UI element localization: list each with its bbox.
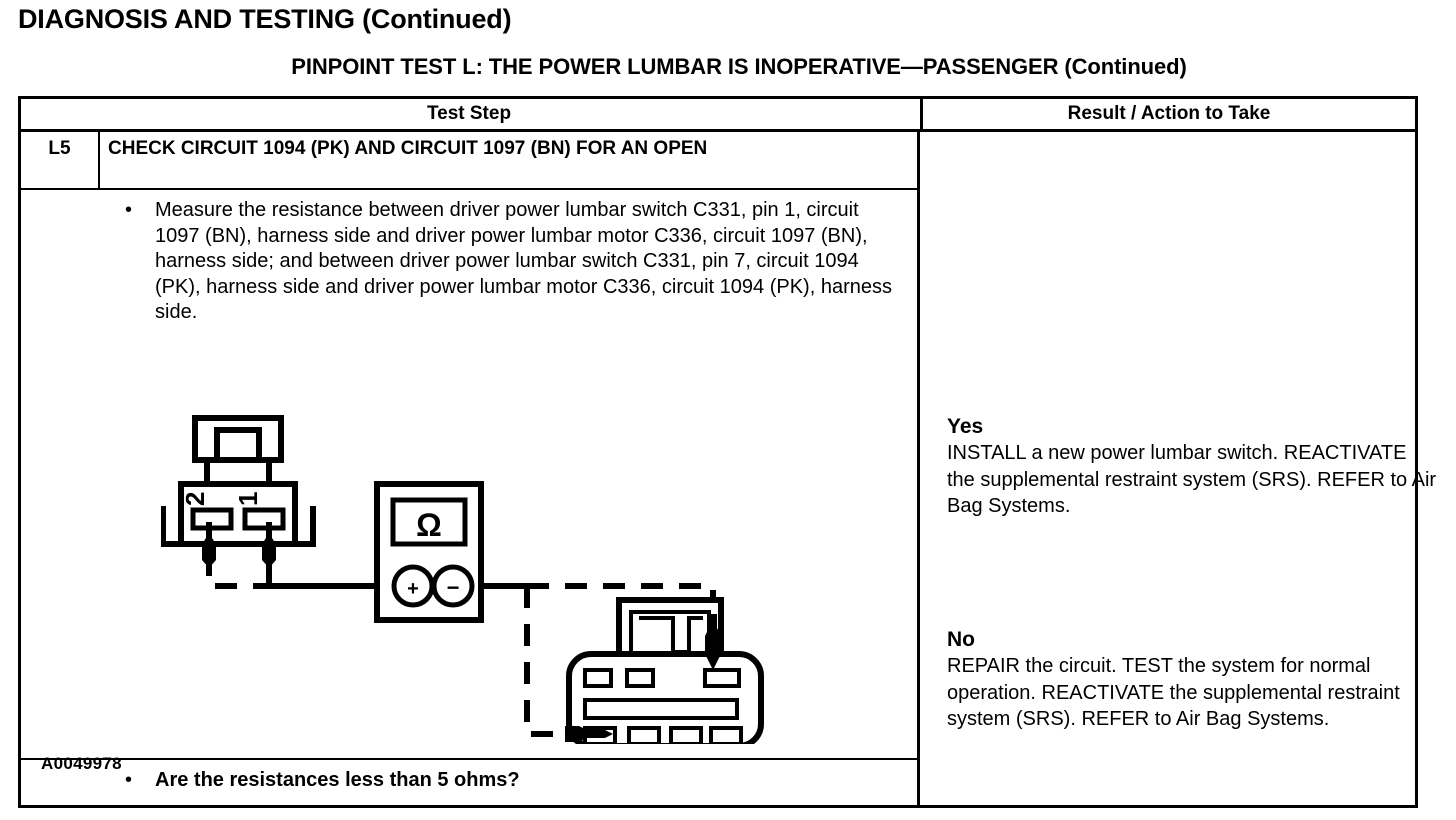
pinpoint-test-table: Test Step Result / Action to Take L5 CHE… xyxy=(18,96,1436,808)
instruction-bullet-row: • Measure the resistance between driver … xyxy=(105,198,907,326)
probe-tip-motor-bottom xyxy=(565,726,613,742)
result-no-text: REPAIR the circuit. TEST the system for … xyxy=(947,655,1400,730)
wiring-diagram-svg: 2 1 Ω + − xyxy=(161,415,764,744)
column-header-test-step: Test Step xyxy=(426,103,512,124)
meter-display xyxy=(390,497,468,547)
step-header-row: L5 CHECK CIRCUIT 1094 (PK) AND CIRCUIT 1… xyxy=(21,132,917,190)
pin-label-2: 2 xyxy=(180,492,210,506)
cavity-bottom-3 xyxy=(669,726,703,744)
test-step-column: L5 CHECK CIRCUIT 1094 (PK) AND CIRCUIT 1… xyxy=(21,132,917,805)
probe-tip-motor-top xyxy=(705,614,721,670)
motor-connector-c336 xyxy=(566,597,764,744)
wiring-diagram-figure: 2 1 Ω + − xyxy=(161,414,801,744)
result-no-block: No REPAIR the circuit. TEST the system f… xyxy=(947,627,1437,733)
wire-pin1-to-meter xyxy=(266,554,377,589)
wire-pin2-dashed xyxy=(206,554,361,589)
cavity-top-2 xyxy=(625,668,655,688)
question-bullet-icon: • xyxy=(125,769,133,791)
question-row: • Are the resistances less than 5 ohms? xyxy=(21,758,917,805)
cavity-top-1 xyxy=(583,668,613,688)
result-action-column: Yes INSTALL a new power lumbar switch. R… xyxy=(920,132,1436,805)
meter-negative-label: − xyxy=(447,575,460,600)
question-text: Are the resistances less than 5 ohms? xyxy=(155,769,520,791)
cavity-top-3 xyxy=(703,668,741,688)
result-no-label: No xyxy=(947,628,975,651)
result-yes-text: INSTALL a new power lumbar switch. REACT… xyxy=(947,442,1437,517)
instruction-block: • Measure the resistance between driver … xyxy=(21,190,917,326)
cavity-bottom-2 xyxy=(627,726,661,744)
result-yes-block: Yes INSTALL a new power lumbar switch. R… xyxy=(947,414,1437,520)
switch-connector-c331 xyxy=(161,415,316,547)
column-divider xyxy=(917,132,920,805)
connector-neck xyxy=(204,457,272,487)
meter-negative-jack xyxy=(431,564,475,608)
bullet-point-icon: • xyxy=(125,199,133,221)
meter-ohm-symbol: Ω xyxy=(416,507,442,543)
connector-top-latch xyxy=(192,415,284,463)
cavity-middle-slot xyxy=(583,698,739,720)
result-yes-label: Yes xyxy=(947,415,984,438)
table-header-row: Test Step Result / Action to Take xyxy=(21,99,1415,132)
page-title: DIAGNOSIS AND TESTING (Continued) xyxy=(18,4,512,34)
pinpoint-test-title: PINPOINT TEST L: THE POWER LUMBAR IS INO… xyxy=(291,54,1187,79)
digital-multimeter xyxy=(374,481,484,623)
column-header-result-action: Result / Action to Take xyxy=(920,99,1415,129)
instruction-text: Measure the resistance between driver po… xyxy=(155,199,892,323)
probe-tip-pin1 xyxy=(262,522,276,568)
wire-to-motor-connector-bottom xyxy=(524,586,577,737)
step-id-label: L5 xyxy=(21,132,100,188)
connector-cavity-1 xyxy=(242,507,286,531)
meter-positive-label: + xyxy=(407,578,419,600)
test-probes-motor-side xyxy=(565,614,721,742)
question-block: • Are the resistances less than 5 ohms? xyxy=(105,769,520,792)
step-title-text: CHECK CIRCUIT 1094 (PK) AND CIRCUIT 1097… xyxy=(108,138,708,159)
pin-label-1: 1 xyxy=(233,492,263,506)
probe-tip-pin2 xyxy=(202,522,216,568)
test-probes-switch-side xyxy=(202,522,276,568)
cavity-bottom-4 xyxy=(709,726,743,744)
